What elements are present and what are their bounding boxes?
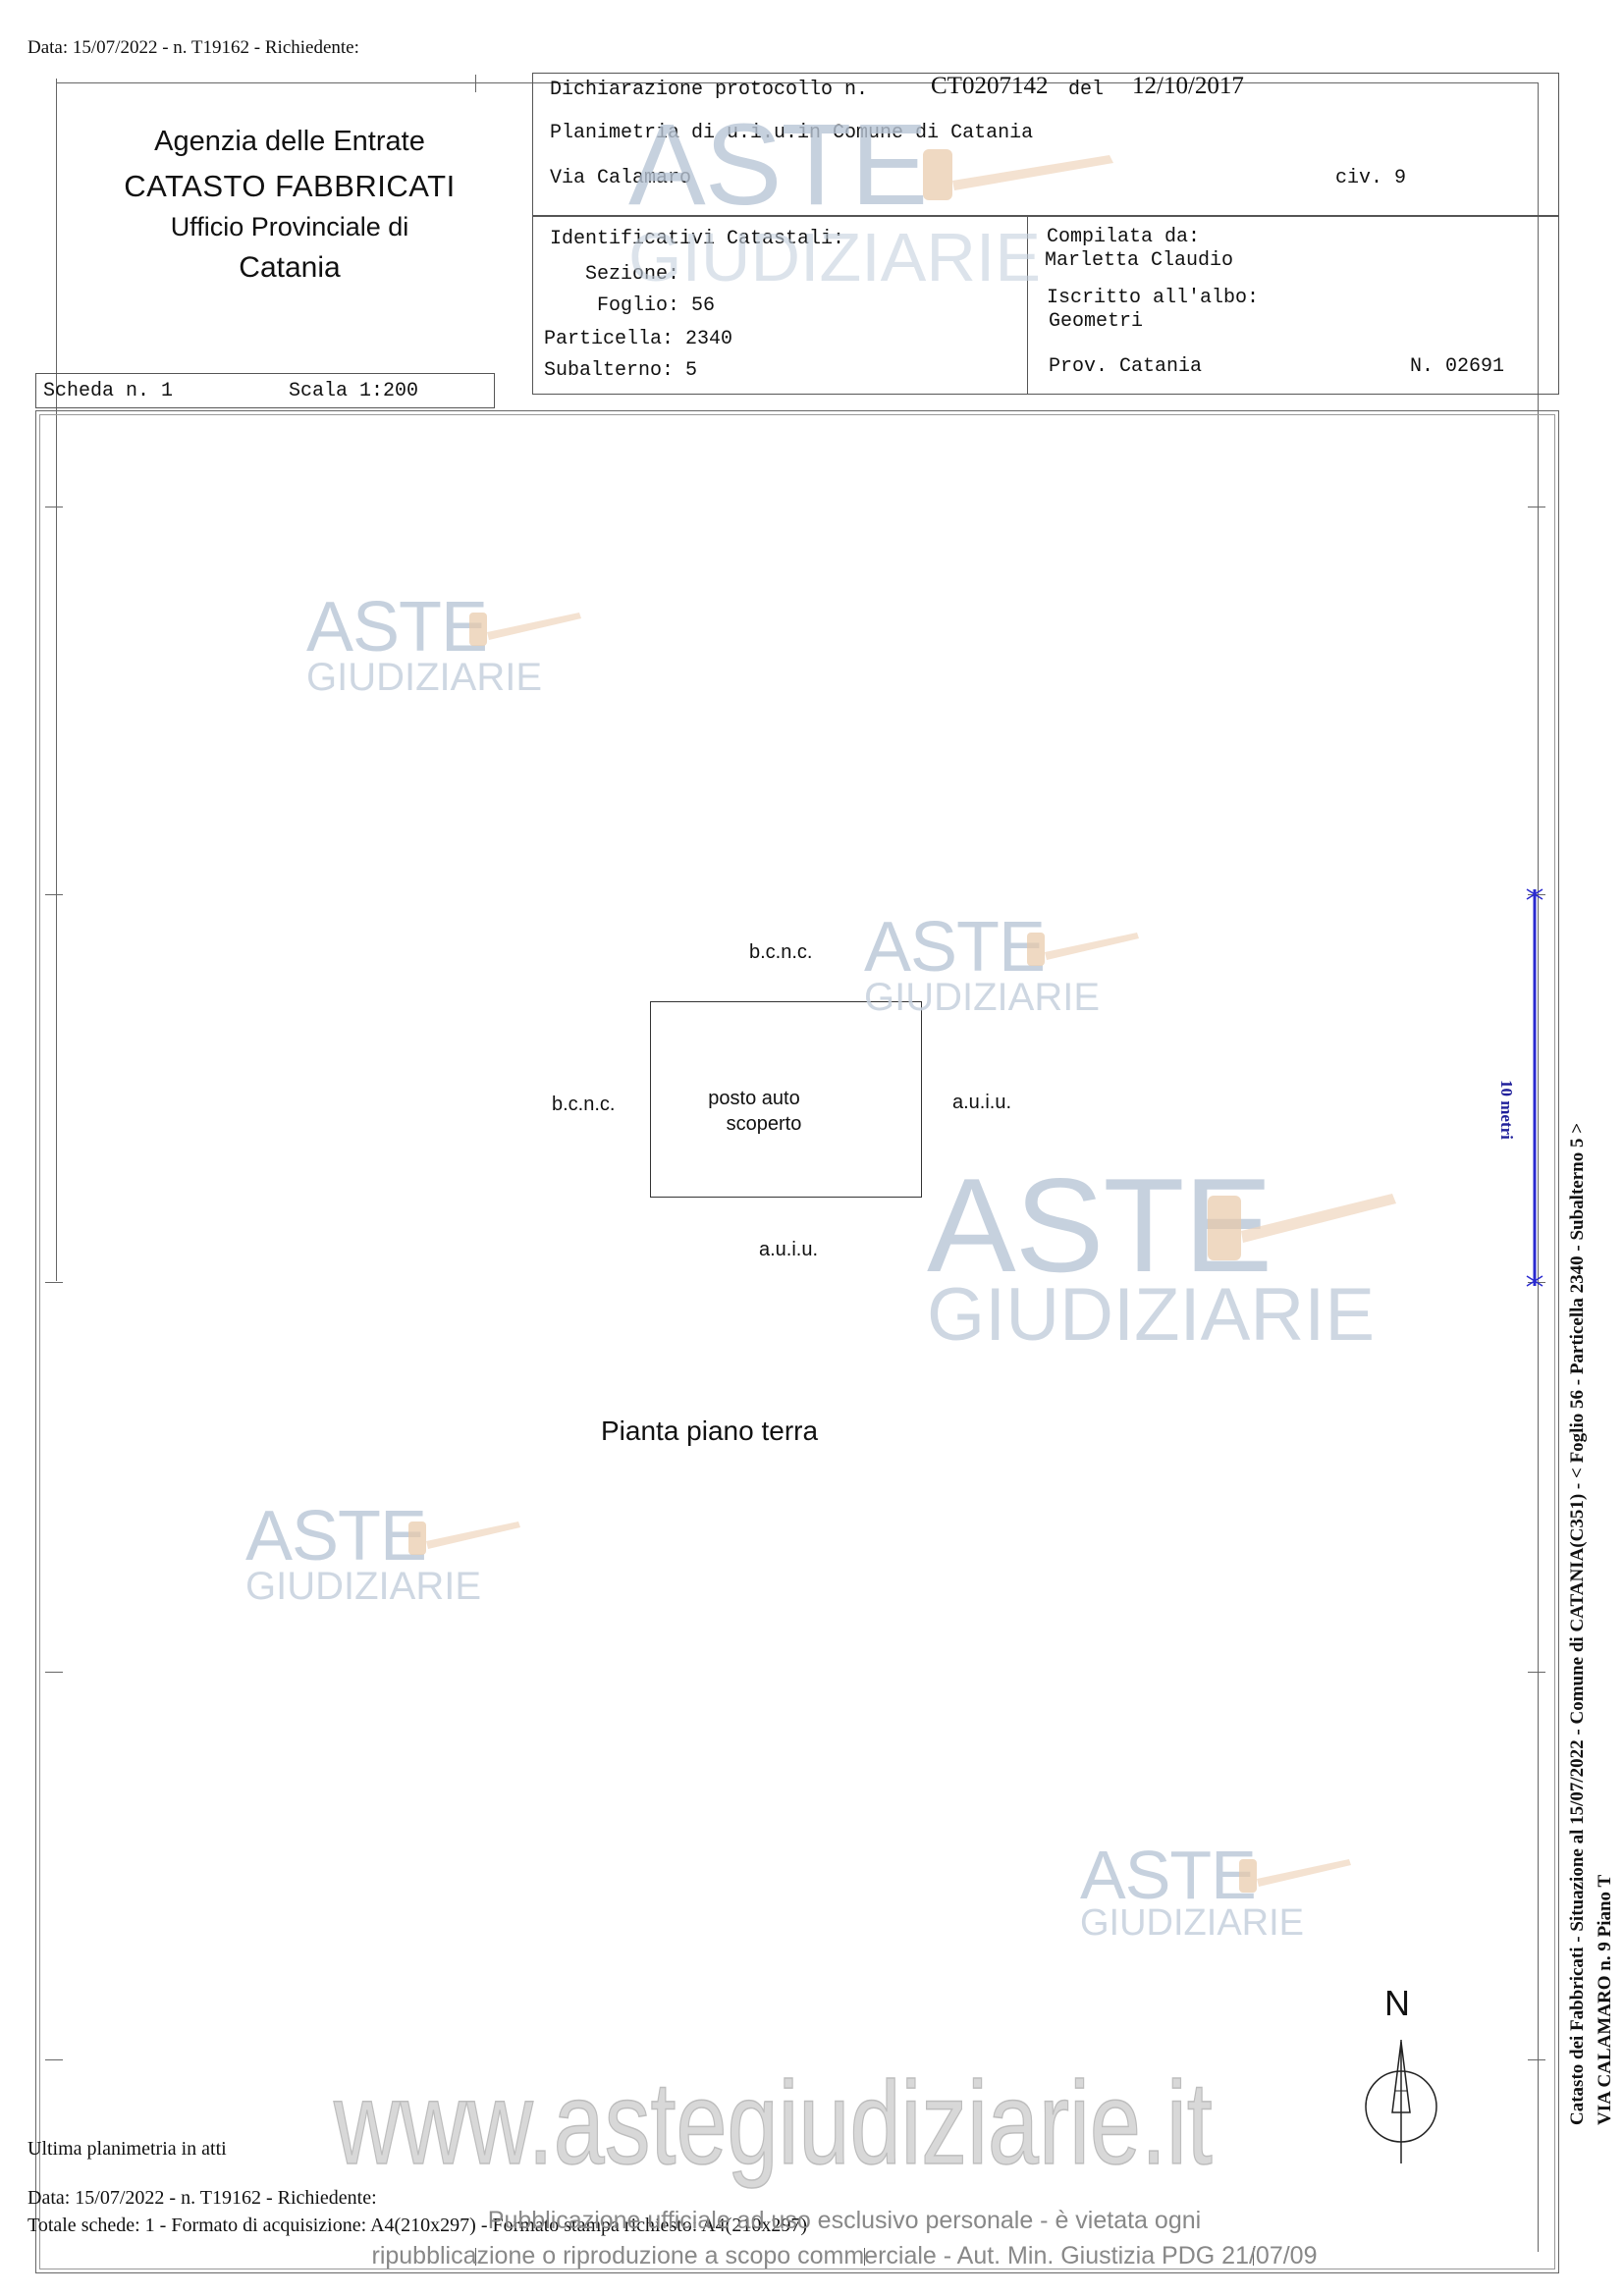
- watermark-logo-subtext: GIUDIZIARIE: [927, 1273, 1376, 1357]
- province-field: Prov. Catania: [1049, 355, 1203, 378]
- watermark-logo-subtext: GIUDIZIARIE: [245, 1565, 482, 1608]
- watermark-logo-subtext: GIUDIZIARIE: [864, 976, 1101, 1019]
- gavel-icon: [408, 1522, 520, 1555]
- agency-name: Agenzia delle Entrate: [154, 126, 425, 157]
- side-address-info: VIA CALAMARO n. 9 Piano T: [1595, 1874, 1615, 2125]
- tick-mark: [1253, 2248, 1254, 2266]
- frame-left-line: [56, 79, 57, 1281]
- footer-totale: Totale schede: 1 - Formato di acquisizio…: [27, 2215, 807, 2236]
- particella-field: Particella: 2340: [544, 328, 733, 350]
- scala-value: Scala 1:200: [289, 380, 419, 402]
- registration-number: N. 02691: [1410, 355, 1505, 378]
- watermark-logo-subtext: GIUDIZIARIE: [306, 656, 543, 699]
- street-address: Via Calamaro: [550, 167, 692, 189]
- planimetria-line: Planimetria di u.i.u.in Comune di Catani…: [550, 122, 1034, 144]
- tick-mark: [45, 894, 63, 895]
- protocol-number: CT0207142: [931, 73, 1049, 99]
- compilata-name: Marletta Claudio: [1045, 249, 1234, 272]
- side-cadastral-info: Catasto dei Fabbricati - Situazione al 1…: [1567, 1122, 1588, 2125]
- city-name: Catania: [239, 251, 341, 284]
- declaration-label: Dichiarazione protocollo n.: [550, 79, 869, 101]
- gavel-icon: [923, 149, 1113, 200]
- room-label-line1: posto auto: [708, 1088, 800, 1109]
- scheda-number: Scheda n. 1: [43, 380, 174, 402]
- catasto-title: CATASTO FABBRICATI: [124, 169, 456, 203]
- tick-mark: [475, 75, 476, 92]
- ufficio-provinciale: Ufficio Provinciale di: [170, 212, 409, 241]
- compilata-box: [1027, 216, 1559, 395]
- watermark-logo-text: ASTE: [1080, 1837, 1257, 1913]
- watermark-logo-subtext: GIUDIZIARIE: [1080, 1902, 1305, 1944]
- plan-top-label: b.c.n.c.: [749, 941, 813, 963]
- tick-mark: [45, 1672, 63, 1673]
- frame-top-line: [56, 82, 1539, 83]
- watermark-logo-text: ASTE: [628, 100, 928, 230]
- plan-left-label: b.c.n.c.: [552, 1094, 616, 1115]
- scale-bar-label: 10 metri: [1497, 1080, 1516, 1140]
- tick-mark: [45, 1282, 63, 1283]
- watermark-logo-subtext: GIUDIZIARIE: [628, 219, 1042, 295]
- foglio-field: Foglio: 56: [597, 294, 716, 317]
- declaration-del: del: [1068, 79, 1105, 101]
- gavel-icon: [1208, 1194, 1396, 1260]
- north-arrow-icon: [1365, 2040, 1437, 2163]
- watermark-logo-text: ASTE: [306, 588, 488, 667]
- header-request-info: Data: 15/07/2022 - n. T19162 - Richieden…: [27, 37, 359, 58]
- plan-bottom-label: a.u.i.u.: [759, 1239, 819, 1260]
- declaration-box: [532, 73, 1559, 216]
- drawing-frame: [35, 410, 1559, 2273]
- plan-caption: Pianta piano terra: [601, 1415, 819, 1446]
- gavel-icon: [1239, 1859, 1351, 1893]
- north-label: N: [1384, 1983, 1410, 2023]
- plan-right-label: a.u.i.u.: [952, 1092, 1012, 1113]
- albo-value: Geometri: [1049, 310, 1144, 333]
- room-label-line2: scoperto: [726, 1113, 802, 1135]
- legal-notice-line1: Pubblicazione ufficiale ad uso esclusivo…: [487, 2207, 1202, 2234]
- gavel-icon: [469, 613, 581, 646]
- room-outline: [650, 1001, 922, 1198]
- compilata-label: Compilata da:: [1047, 226, 1201, 248]
- drawing-frame-inner: [39, 414, 1555, 2269]
- civic-number: civ. 9: [1335, 167, 1407, 189]
- tick-mark: [1528, 2059, 1545, 2060]
- albo-label: Iscritto all'albo:: [1047, 287, 1260, 309]
- frame-right-line: [1538, 82, 1539, 2252]
- identificativi-title: Identificativi Catastali:: [550, 228, 845, 250]
- subalterno-field: Subalterno: 5: [544, 359, 698, 382]
- tick-mark: [475, 2248, 476, 2266]
- tick-mark: [1528, 1672, 1545, 1673]
- footer-data: Data: 15/07/2022 - n. T19162 - Richieden…: [27, 2187, 377, 2209]
- sezione-field: Sezione:: [585, 263, 680, 286]
- website-watermark: www.astegiudiziarie.it: [333, 2056, 1213, 2190]
- tick-mark: [45, 2059, 63, 2060]
- tick-mark: [864, 2248, 865, 2266]
- scheda-box: [35, 373, 495, 408]
- footer-ultima: Ultima planimetria in atti: [27, 2138, 227, 2160]
- gavel-icon: [1027, 933, 1139, 966]
- watermark-logo-text: ASTE: [245, 1497, 427, 1575]
- legal-notice-line2: ripubblicazione o riproduzione a scopo c…: [371, 2242, 1318, 2269]
- scale-bar: [1526, 888, 1543, 1287]
- declaration-date: 12/10/2017: [1132, 73, 1244, 99]
- watermark-logo-text: ASTE: [864, 908, 1046, 987]
